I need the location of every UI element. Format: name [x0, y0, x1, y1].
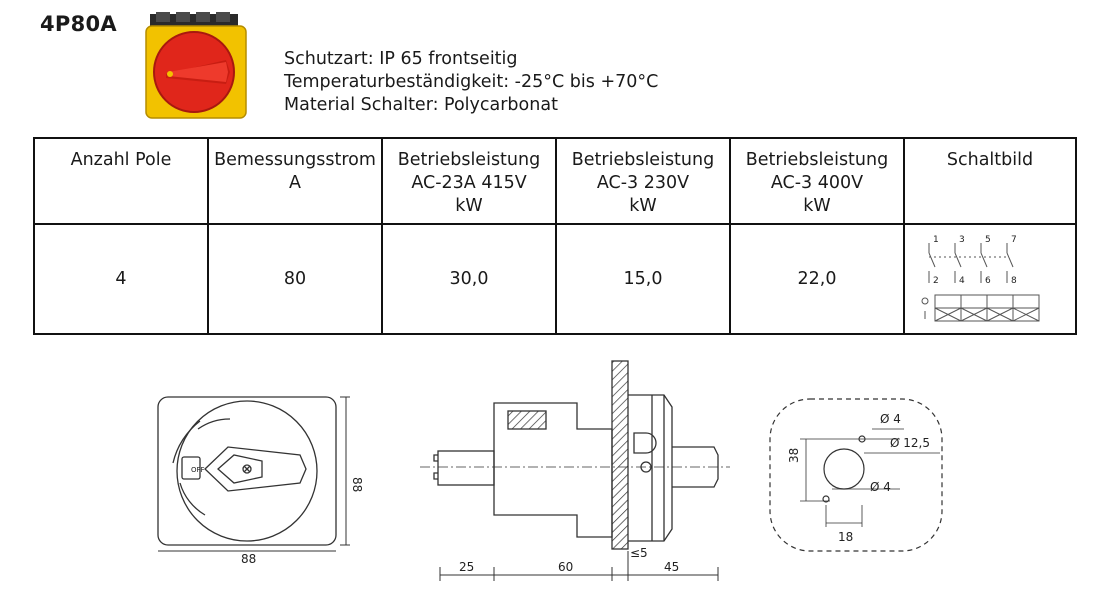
- header-ac3-230v: Betriebsleistung AC-3 230V kW: [555, 137, 731, 225]
- side-dim-le5: ≤5: [630, 546, 648, 560]
- header-label: Betriebsleistung: [571, 150, 715, 170]
- switch-product-image: [145, 12, 247, 119]
- header-unit: kW: [629, 196, 657, 216]
- drill-horizontal-dim: 18: [838, 530, 853, 544]
- header-ac23a-415v: Betriebsleistung AC-23A 415V kW: [381, 137, 557, 225]
- specs-block: Schutzart: IP 65 frontseitig Temperaturb…: [284, 48, 658, 117]
- model-title: 4P80A: [40, 12, 117, 36]
- table-row: 4 80 30,0 15,0 22,0: [33, 223, 1077, 335]
- header-label: Bemessungsstrom: [214, 150, 376, 170]
- spec-temperature: Temperaturbeständigkeit: -25°C bis +70°C: [284, 72, 659, 92]
- header-unit: A: [289, 173, 301, 193]
- terminal-label: 5: [985, 235, 991, 245]
- terminal-label: 4: [959, 276, 965, 286]
- header-sub: AC-3 230V: [596, 173, 690, 193]
- terminal-label: 2: [933, 276, 939, 286]
- header-unit: kW: [803, 196, 831, 216]
- table-header-row: Anzahl Pole Bemessungsstrom A Betriebsle…: [33, 137, 1077, 225]
- front-view: [157, 396, 350, 552]
- spec-table: Anzahl Pole Bemessungsstrom A Betriebsle…: [33, 137, 1077, 335]
- drill-hole-bottom: Ø 4: [870, 480, 891, 494]
- cell-schaltbild: 1 3 5 7 2 4 6 8: [903, 223, 1077, 335]
- drilling-template: [769, 398, 943, 552]
- terminal-label: 3: [959, 235, 965, 245]
- terminal-label: 7: [1011, 235, 1017, 245]
- off-label: OFF: [191, 466, 205, 474]
- header-unit: kW: [455, 196, 483, 216]
- terminal-label: 1: [933, 235, 939, 245]
- drill-hole-center: Ø 12,5: [890, 436, 930, 450]
- header-sub: AC-3 400V: [770, 173, 864, 193]
- side-dim-45: 45: [664, 560, 679, 574]
- header-label: Betriebsleistung: [397, 150, 541, 170]
- side-dim-25: 25: [459, 560, 474, 574]
- cell-ac3-230v: 15,0: [555, 223, 731, 335]
- header-schaltbild: Schaltbild: [903, 137, 1077, 225]
- cell-bemessungsstrom: 80: [207, 223, 383, 335]
- header-ac3-400v: Betriebsleistung AC-3 400V kW: [729, 137, 905, 225]
- front-width-dim: 88: [241, 552, 256, 566]
- header-label: Schaltbild: [946, 150, 1034, 170]
- side-view: [420, 360, 730, 581]
- front-height-dim: 88: [350, 477, 364, 492]
- header-sub: AC-23A 415V: [411, 173, 527, 193]
- side-dim-60: 60: [558, 560, 573, 574]
- cell-ac23a-415v: 30,0: [381, 223, 557, 335]
- header-label: Betriebsleistung: [745, 150, 889, 170]
- technical-drawings: OFF 88 88 25 60 ≤5 45: [157, 360, 943, 581]
- terminal-label: 6: [985, 276, 991, 286]
- cell-ac3-400v: 22,0: [729, 223, 905, 335]
- wiring-diagram: 1 3 5 7 2 4 6 8: [921, 235, 1040, 321]
- cell-anzahl-pole: 4: [33, 223, 209, 335]
- spec-material: Material Schalter: Polycarbonat: [284, 95, 558, 115]
- drill-hole-top: Ø 4: [880, 412, 901, 426]
- header-label: Anzahl Pole: [70, 150, 172, 170]
- terminal-label: 8: [1011, 276, 1017, 286]
- drill-vertical-dim: 38: [787, 448, 801, 463]
- spec-protection: Schutzart: IP 65 frontseitig: [284, 49, 518, 69]
- header-anzahl-pole: Anzahl Pole: [33, 137, 209, 225]
- header-bemessungsstrom: Bemessungsstrom A: [207, 137, 383, 225]
